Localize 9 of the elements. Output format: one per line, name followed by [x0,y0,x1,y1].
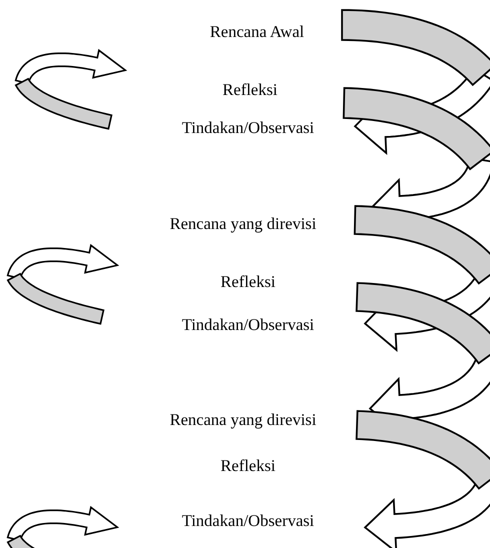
stage-label: Refleksi [220,272,276,292]
stage-label: Rencana yang direvisi [170,214,316,234]
stage-label: Tindakan/Observasi [182,315,314,335]
stage-label: Tindakan/Observasi [182,511,314,531]
stage-label: Rencana Awal [210,22,304,42]
stage-label: Tindakan/Observasi [182,118,314,138]
stage-label: Rencana yang direvisi [170,410,316,430]
stage-label: Refleksi [220,456,276,476]
stage-label: Refleksi [222,80,278,100]
